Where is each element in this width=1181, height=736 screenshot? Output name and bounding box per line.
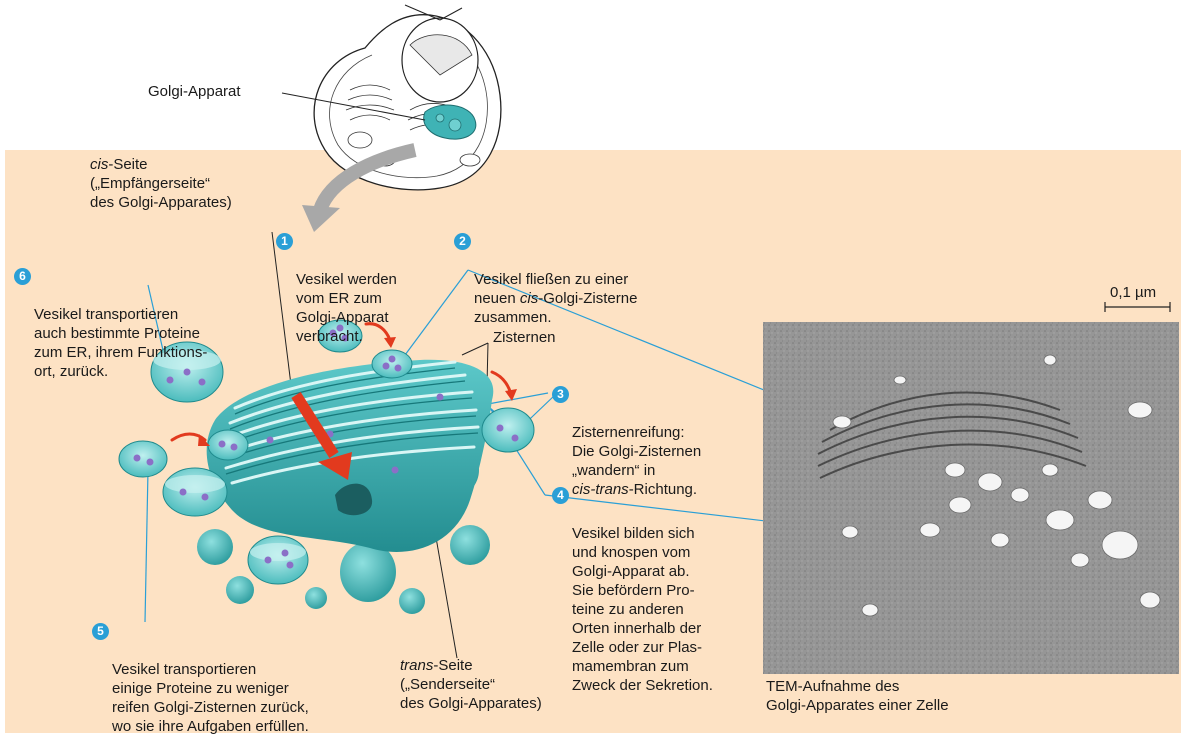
step-3-badge: 3 bbox=[552, 386, 569, 403]
vesicle-bottom-2 bbox=[248, 536, 308, 584]
step-6: 6 Vesikel transportieren auch bestimmte … bbox=[14, 267, 207, 381]
step-2: 2 Vesikel fließen zu einer neuen cis-Gol… bbox=[454, 232, 637, 327]
cis-side-label: cis-Seite („Empfängerseite“ des Golgi-Ap… bbox=[90, 155, 232, 212]
cis-side-italic: cis bbox=[90, 156, 108, 173]
step-5: 5 Vesikel transportieren einige Proteine… bbox=[92, 622, 309, 736]
step-1-text: Vesikel werden vom ER zum Golgi-Apparat … bbox=[296, 271, 397, 345]
step-1: 1 Vesikel werden vom ER zum Golgi-Appara… bbox=[276, 232, 397, 346]
step-5-text: Vesikel transportieren einige Proteine z… bbox=[112, 661, 309, 735]
zisternen-leader-1 bbox=[462, 343, 488, 355]
vesicle-retrograde bbox=[119, 441, 167, 477]
step-3-text-a: Zisternenreifung: Die Golgi-Zisternen „w… bbox=[572, 424, 701, 479]
step-2-italic: cis bbox=[520, 290, 538, 307]
tem-caption: TEM-Aufnahme des Golgi-Apparates einer Z… bbox=[766, 677, 949, 715]
step-6-badge: 6 bbox=[14, 268, 31, 285]
cis-side-text: -Seite („Empfängerseite“ des Golgi-Appar… bbox=[90, 156, 232, 211]
step-2-badge: 2 bbox=[454, 233, 471, 250]
scale-bar bbox=[1105, 302, 1170, 312]
step-5-badge: 5 bbox=[92, 623, 109, 640]
golgi-3d-illustration bbox=[197, 350, 493, 614]
vesicle-fusing-left bbox=[208, 430, 248, 460]
trans-side-italic: trans bbox=[400, 657, 433, 674]
zisternen-label: Zisternen bbox=[493, 328, 556, 347]
vesicle-bottom-1 bbox=[163, 468, 227, 516]
cell-illustration bbox=[314, 5, 501, 190]
tem-micrograph bbox=[763, 322, 1179, 674]
step-6-text: Vesikel transportieren auch bestimmte Pr… bbox=[34, 306, 207, 380]
step-4: 4 Vesikel bilden sich und knospen vom Go… bbox=[552, 486, 713, 695]
trans-side-label: trans-Seite („Senderseite“ des Golgi-App… bbox=[400, 656, 542, 713]
step-4-text: Vesikel bilden sich und knospen vom Golg… bbox=[572, 525, 713, 694]
golgi-apparatus-label: Golgi-Apparat bbox=[148, 82, 241, 101]
step-4-badge: 4 bbox=[552, 487, 569, 504]
vesicle-budding-right bbox=[482, 408, 534, 452]
scale-bar-label: 0,1 µm bbox=[1110, 284, 1156, 301]
step-1-badge: 1 bbox=[276, 233, 293, 250]
step-3: 3 Zisternenreifung: Die Golgi-Zisternen … bbox=[552, 385, 701, 499]
